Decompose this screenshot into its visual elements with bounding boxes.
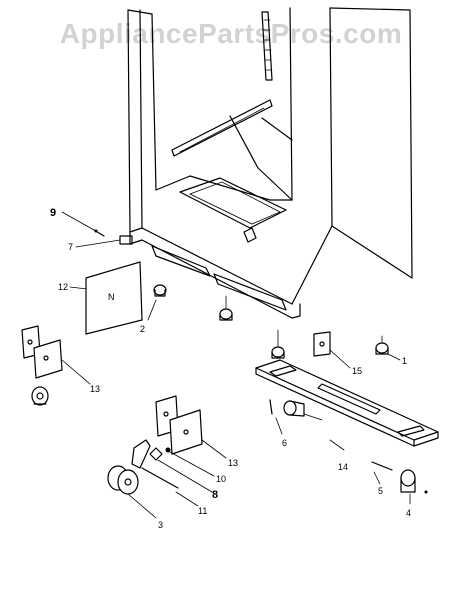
svg-text:3: 3 [158, 520, 163, 530]
part-2-foot: 2 [140, 284, 167, 334]
part-13-hinge-lower: 13 [155, 395, 238, 468]
part-6-spacer: 6 [269, 399, 323, 448]
base-foot [271, 329, 285, 359]
svg-text:12: 12 [58, 282, 68, 292]
part-7-clip: 7 [68, 235, 133, 252]
svg-text:2: 2 [140, 324, 145, 334]
svg-text:4: 4 [406, 508, 411, 518]
svg-text:5: 5 [378, 486, 383, 496]
part-8-pin: 8 [149, 447, 218, 501]
center-foot [219, 295, 233, 321]
part-15-bracket: 15 [313, 331, 362, 376]
part-3-wheel: 3 [107, 465, 163, 530]
svg-text:11: 11 [198, 506, 207, 516]
svg-text:13: 13 [90, 384, 100, 394]
part-4-roller: 4 [400, 469, 428, 518]
part-1-foot: 1 [375, 335, 407, 366]
svg-text:13: 13 [228, 458, 238, 468]
svg-text:7: 7 [68, 242, 73, 252]
part-13-hinge-upper: 13 [21, 325, 100, 406]
cabinet-body [127, 7, 413, 319]
svg-text:9: 9 [50, 207, 56, 219]
svg-text:1: 1 [402, 356, 407, 366]
svg-text:10: 10 [216, 474, 226, 484]
part-12-pad: 12 N [58, 261, 143, 335]
svg-text:6: 6 [282, 438, 287, 448]
svg-text:15: 15 [352, 366, 362, 376]
part-9-screw: 9 [50, 207, 105, 237]
part-5-screw: 5 [371, 461, 393, 496]
svg-text:14: 14 [338, 462, 348, 472]
svg-text:8: 8 [212, 489, 218, 501]
svg-text:N: N [108, 292, 115, 302]
part-10-nut: 10 [165, 447, 226, 484]
part-14-base-plate: 14 [255, 359, 439, 472]
part-11-arm: 11 [131, 439, 207, 516]
